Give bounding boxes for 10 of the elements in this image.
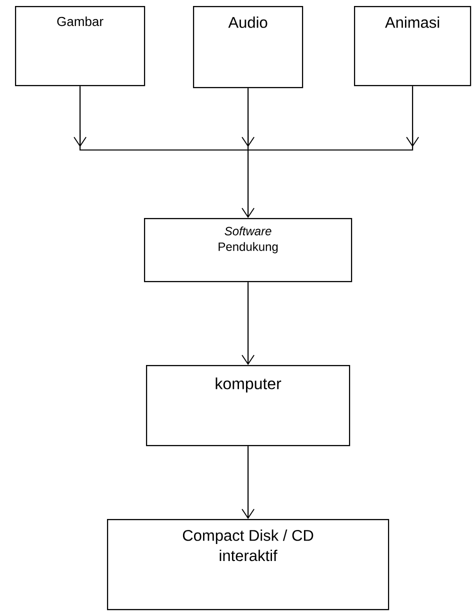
process-box: Gambar bbox=[15, 6, 146, 86]
process-box: Audio bbox=[193, 6, 304, 88]
process-box: komputer bbox=[146, 365, 350, 446]
process-box: Animasi bbox=[354, 6, 472, 86]
process-box: Software Pendukung bbox=[144, 218, 352, 282]
arrow bbox=[242, 282, 255, 365]
arrow bbox=[242, 446, 255, 519]
process-box: Compact Disk / CD interaktif bbox=[107, 519, 390, 610]
arrow bbox=[242, 88, 255, 150]
arrow bbox=[242, 150, 255, 218]
